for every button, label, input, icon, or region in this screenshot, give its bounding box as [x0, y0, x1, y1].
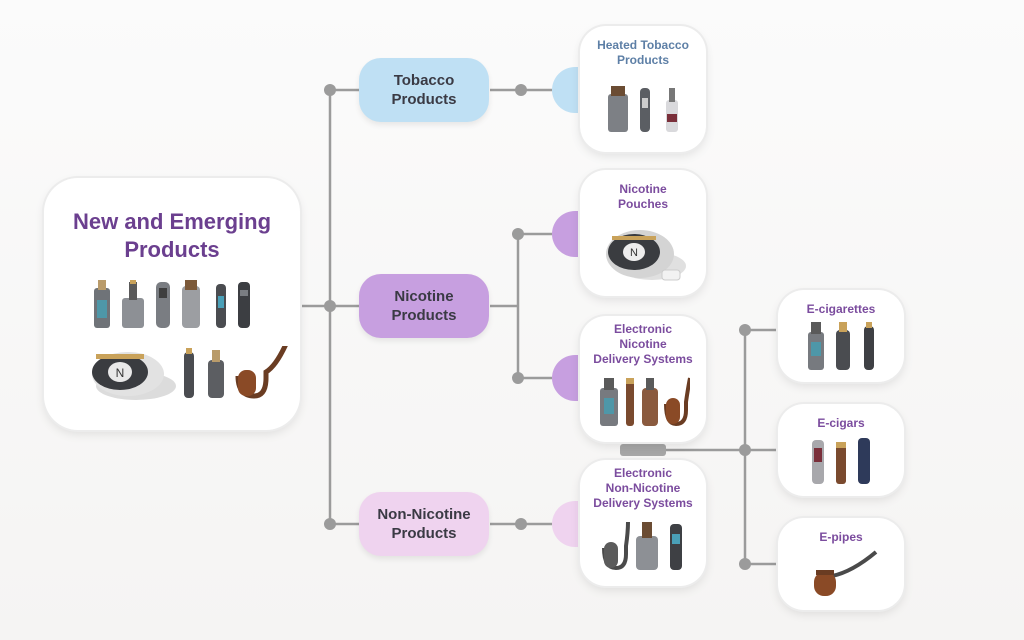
subtype-label: E-cigars [817, 416, 865, 430]
ennds-tab [552, 501, 582, 547]
root-icon-row-1 [88, 278, 288, 332]
node-dot [739, 324, 751, 336]
product-ends[interactable]: Electronic Nicotine Delivery Systems [580, 316, 706, 442]
slim-vape-icon [238, 282, 250, 328]
heated-tobacco-tab [552, 67, 582, 113]
svg-text:N: N [116, 366, 125, 380]
product-label: Nicotine Pouches [617, 182, 668, 211]
vape-pod-icon [836, 322, 850, 370]
product-ennds[interactable]: Electronic Non-Nicotine Delivery Systems [580, 460, 706, 586]
nicotine-pouch-tin-icon: N [92, 352, 176, 400]
vape-pod-icon [122, 280, 144, 328]
node-dot [324, 518, 336, 530]
vape-pen-icon [156, 282, 170, 328]
e-pipes-icons [810, 550, 880, 605]
vape-mod-icon [600, 378, 618, 426]
svg-text:N: N [630, 247, 638, 259]
ennds-icons [600, 518, 690, 577]
category-nicotine[interactable]: Nicotine Products [359, 274, 489, 338]
subtype-label: E-pipes [819, 530, 863, 544]
heated-tobacco-icons [604, 84, 684, 139]
e-cigar-icon [836, 442, 846, 484]
nicotine-pouches-icons: N [602, 224, 688, 291]
heated-device-icon [182, 280, 200, 328]
vape-pen-icon [864, 322, 874, 370]
e-cigars-icons [810, 434, 880, 491]
product-heated-tobacco[interactable]: Heated Tobacco Products [580, 26, 706, 152]
heated-device-icon [608, 86, 628, 132]
node-dot [324, 84, 336, 96]
ends-icons [598, 374, 692, 433]
root-card: New and Emerging Products N [44, 178, 300, 430]
vape-bottle-icon [666, 88, 678, 132]
node-dot [512, 228, 524, 240]
node-dot [324, 300, 336, 312]
vape-pod-icon [208, 350, 224, 398]
node-dot [515, 84, 527, 96]
product-label: Electronic Nicotine Delivery Systems [593, 322, 693, 366]
vape-pen-icon [184, 348, 194, 398]
pipe-icon [602, 521, 630, 571]
vape-pod-icon [642, 378, 658, 426]
product-label: Electronic Non-Nicotine Delivery Systems [593, 466, 693, 510]
pipe-icon [814, 550, 878, 596]
nicotine-pouches-tab [552, 211, 582, 257]
node-dot [739, 558, 751, 570]
pipe-icon [664, 377, 692, 427]
subtype-e-pipes[interactable]: E-pipes [778, 518, 904, 610]
slim-vape-icon [858, 438, 870, 484]
product-label: Heated Tobacco Products [597, 38, 689, 67]
vape-pen-icon [216, 284, 226, 328]
subtype-label: E-cigarettes [806, 302, 876, 316]
category-non-nicotine[interactable]: Non-Nicotine Products [359, 492, 489, 556]
pipe-icon [235, 342, 289, 399]
category-tobacco[interactable]: Tobacco Products [359, 58, 489, 122]
node-dot [512, 372, 524, 384]
e-cigarettes-icons [806, 320, 882, 377]
root-title: New and Emerging Products [72, 209, 272, 262]
nicotine-pouch-tin-icon: N [606, 230, 686, 281]
node-dot [739, 444, 751, 456]
vape-mod-icon [94, 280, 110, 328]
vape-pen-icon [812, 440, 824, 484]
vape-mod-icon [808, 322, 824, 370]
ends-link-bar [620, 444, 666, 456]
subtype-e-cigarettes[interactable]: E-cigarettes [778, 290, 904, 382]
root-icon-row-2: N [88, 342, 289, 404]
vape-pen-icon [640, 88, 650, 132]
vape-pen-icon [670, 524, 682, 570]
product-nicotine-pouches[interactable]: Nicotine Pouches N [580, 170, 706, 296]
subtype-e-cigars[interactable]: E-cigars [778, 404, 904, 496]
node-dot [515, 518, 527, 530]
e-cigar-icon [626, 378, 634, 426]
ends-tab [552, 355, 582, 401]
vape-mod-icon [636, 522, 658, 570]
